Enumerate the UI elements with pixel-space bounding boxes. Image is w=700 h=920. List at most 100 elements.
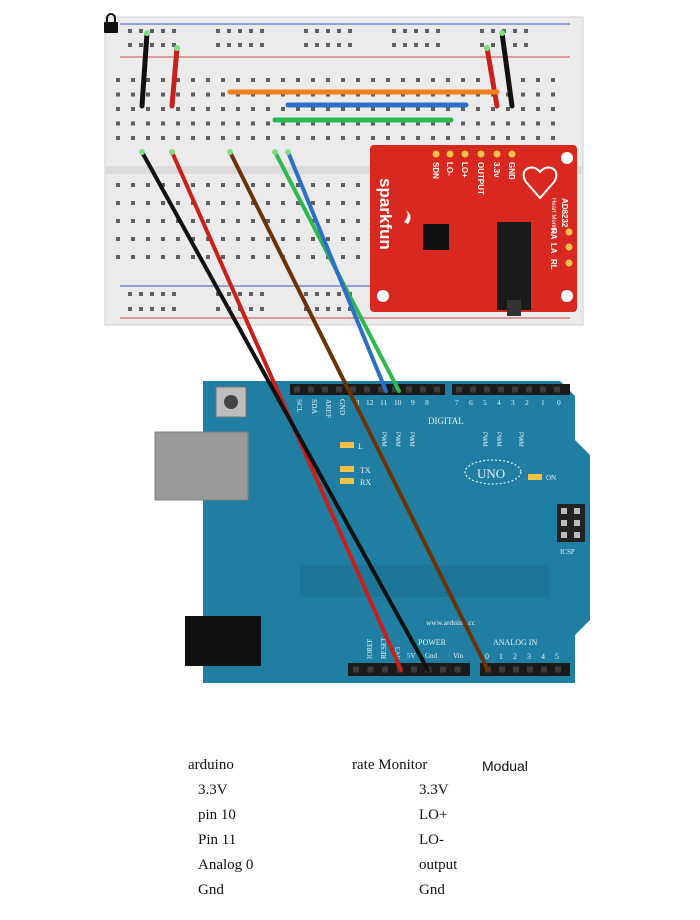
sensor-pin-labels: SDN LO- LO+ OUTPUT 3.3v GND <box>431 162 516 195</box>
led-rx <box>340 478 354 484</box>
mount-hole <box>561 152 573 164</box>
header-pin-label: SCL <box>295 399 304 413</box>
arduino-pcb <box>203 381 590 683</box>
analog-label: ANALOG IN <box>493 638 537 647</box>
header-pin-label: 1 <box>541 398 545 407</box>
analog-pin-label: 1 <box>499 652 503 661</box>
pwm-labels: PWM PWM PWM PWM PWM PWM <box>380 432 523 447</box>
analog-pin-label: 0 <box>485 652 489 661</box>
power-pin-label: 3V3 <box>394 646 402 659</box>
microcontroller <box>300 565 550 597</box>
sensor-pin-header <box>432 150 516 158</box>
sensor-pcb <box>370 145 577 312</box>
pwm-label: PWM <box>380 432 386 447</box>
arduino-uno-board: SCL SDA AREF GND 13 12 11 10 9 8 7 6 5 4… <box>154 381 590 683</box>
header-pin-label: 12 <box>366 398 374 407</box>
wire-black <box>499 30 515 109</box>
sensor-pin-label: LO- <box>445 162 454 176</box>
digital-label: DIGITAL <box>428 416 464 426</box>
sensor-pin-label: 3.3v <box>492 162 501 178</box>
tx-label: TX <box>360 466 371 475</box>
usb-port <box>154 431 249 501</box>
header-pin-label: 3 <box>511 398 515 407</box>
sensor-subtitle: Heart Monitor <box>550 198 556 234</box>
pwm-label: PWM <box>408 432 414 447</box>
wire-red <box>484 45 500 109</box>
header-pin-label: 7 <box>455 398 459 407</box>
status-leds <box>340 442 542 484</box>
table-row-left: pin 10 <box>198 807 236 823</box>
analog-pin-label: 5 <box>555 652 559 661</box>
table-header-modual: Modual <box>482 758 528 774</box>
table-row-right: output <box>419 857 458 873</box>
mount-hole <box>561 290 573 302</box>
header-pin-label: SDA <box>310 399 319 415</box>
power-pin-label: RESET <box>380 637 388 659</box>
power-jack <box>185 616 261 666</box>
pwm-label: PWM <box>495 432 501 447</box>
table-row-right: 3.3V <box>419 782 449 798</box>
table-row-left: Analog 0 <box>198 857 254 873</box>
header-pin-label: 11 <box>380 398 387 407</box>
power-header <box>348 663 470 676</box>
l-label: L <box>358 442 363 451</box>
sparkfun-flame-icon <box>404 210 411 224</box>
wire-red <box>169 45 180 109</box>
header-pin-label: 10 <box>394 398 402 407</box>
wire-blue <box>286 150 388 393</box>
audio-jack-ring <box>507 300 521 316</box>
table-row-right: Gnd <box>419 882 445 898</box>
analog-pin-label: 3 <box>527 652 531 661</box>
table-row-left: Gnd <box>198 882 224 898</box>
header-pin-label: AREF <box>324 399 333 418</box>
wire-end-highlights <box>139 30 505 155</box>
led-on <box>528 474 542 480</box>
sensor-chip <box>423 224 449 250</box>
power-pin-labels: IOREF RESET 3V3 5V Gnd Vin <box>366 637 464 660</box>
power-pin-label: 5V <box>407 652 416 660</box>
icsp-label: ICSP <box>560 548 575 556</box>
heart-monitor-sensor-board: SDN LO- LO+ OUTPUT 3.3v GND sparkfun AD8… <box>370 145 577 316</box>
pwm-label: PWM <box>481 432 487 447</box>
power-label: POWER <box>418 638 447 647</box>
pwm-label: PWM <box>517 432 523 447</box>
power-pin-label: Gnd <box>425 652 438 660</box>
sensor-pin-label: LO+ <box>460 162 469 178</box>
table-header-arduino: arduino <box>188 757 234 773</box>
analog-pin-label: 4 <box>541 652 545 661</box>
sensor-model: AD8232 <box>560 198 569 228</box>
electrode-label: RL <box>549 259 558 270</box>
header-pin-label: 9 <box>411 398 415 407</box>
header-pin-label: 4 <box>497 398 501 407</box>
on-label: ON <box>546 474 556 482</box>
electrode-label: RA <box>549 228 558 240</box>
uno-label: UNO <box>477 466 505 481</box>
wire-black <box>140 150 430 672</box>
header-pin-label: 0 <box>557 398 561 407</box>
header-pin-label: 8 <box>425 398 429 407</box>
jumper-wires <box>139 30 515 672</box>
led-tx <box>340 466 354 472</box>
header-pin-label: 5 <box>483 398 487 407</box>
breadboard-center-channel <box>105 166 583 174</box>
analog-header <box>480 663 570 676</box>
led-l <box>340 442 354 448</box>
arduino-url: www.arduino.cc <box>426 618 476 627</box>
heart-icon <box>522 166 558 200</box>
analog-pin-label: 2 <box>513 652 517 661</box>
electrode-label: LA <box>549 243 558 254</box>
header-pin-label: 2 <box>525 398 529 407</box>
table-row-right: LO- <box>419 832 444 848</box>
icsp-pins <box>561 508 580 538</box>
lock-icon <box>104 13 118 33</box>
uno-logo-outline <box>464 459 522 485</box>
mount-hole <box>377 290 389 302</box>
reset-button-knob[interactable] <box>224 395 238 409</box>
table-row-left: Pin 11 <box>198 832 237 848</box>
header-pin-label: GND <box>338 399 347 416</box>
sensor-pin-label: OUTPUT <box>476 162 485 195</box>
power-pin-label: Vin <box>453 652 464 660</box>
power-pin-label: IOREF <box>366 639 374 659</box>
